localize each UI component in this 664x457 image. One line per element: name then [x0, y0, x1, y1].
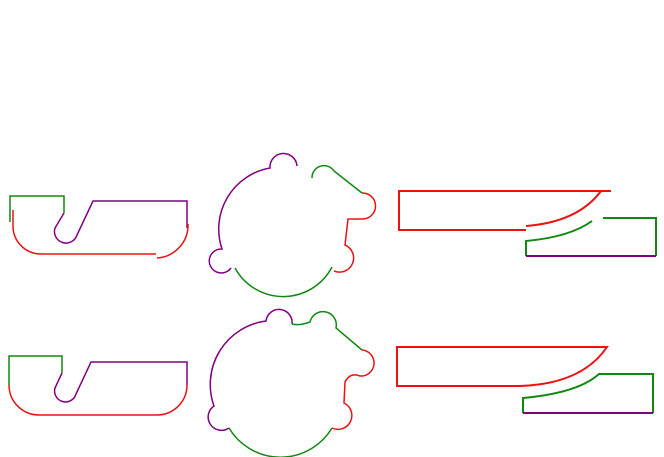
- hook-top-red-segment-left: [12, 210, 156, 255]
- hook-top-purple-segment: [53, 200, 188, 244]
- gear-bottom-red-segment: [331, 349, 375, 431]
- gear-top-red-segment: [333, 192, 377, 273]
- hook-shape-bottom: [8, 355, 188, 416]
- gear-bottom-purple-segment: [207, 308, 293, 432]
- hook-bottom-red-segment: [8, 384, 188, 416]
- hook-shape-top: [9, 195, 189, 259]
- gear-top-green-lower-segment: [234, 266, 333, 298]
- gear-bottom-green-upper-segment: [291, 310, 363, 351]
- blade-shape-top: [398, 190, 657, 257]
- hook-bottom-purple-segment: [53, 361, 188, 403]
- hook-top-red-segment-right: [156, 223, 189, 259]
- blade-top-red-segment-curve: [525, 190, 602, 227]
- gear-bottom-green-lower-segment: [228, 427, 333, 457]
- blade-bottom-red-segment: [396, 346, 609, 387]
- blade-top-red-segment-box: [398, 190, 611, 231]
- gear-top-purple-segment: [208, 152, 298, 274]
- hook-top-green-segment: [9, 195, 65, 222]
- hook-bottom-green-segment: [8, 355, 63, 385]
- gear-shape-bottom: [207, 308, 375, 457]
- gear-shape-top: [208, 152, 377, 298]
- blade-top-green-segment: [525, 217, 657, 256]
- gear-top-green-upper-segment: [311, 164, 363, 194]
- blade-shape-bottom: [396, 346, 654, 414]
- blade-bottom-green-segment: [522, 373, 654, 413]
